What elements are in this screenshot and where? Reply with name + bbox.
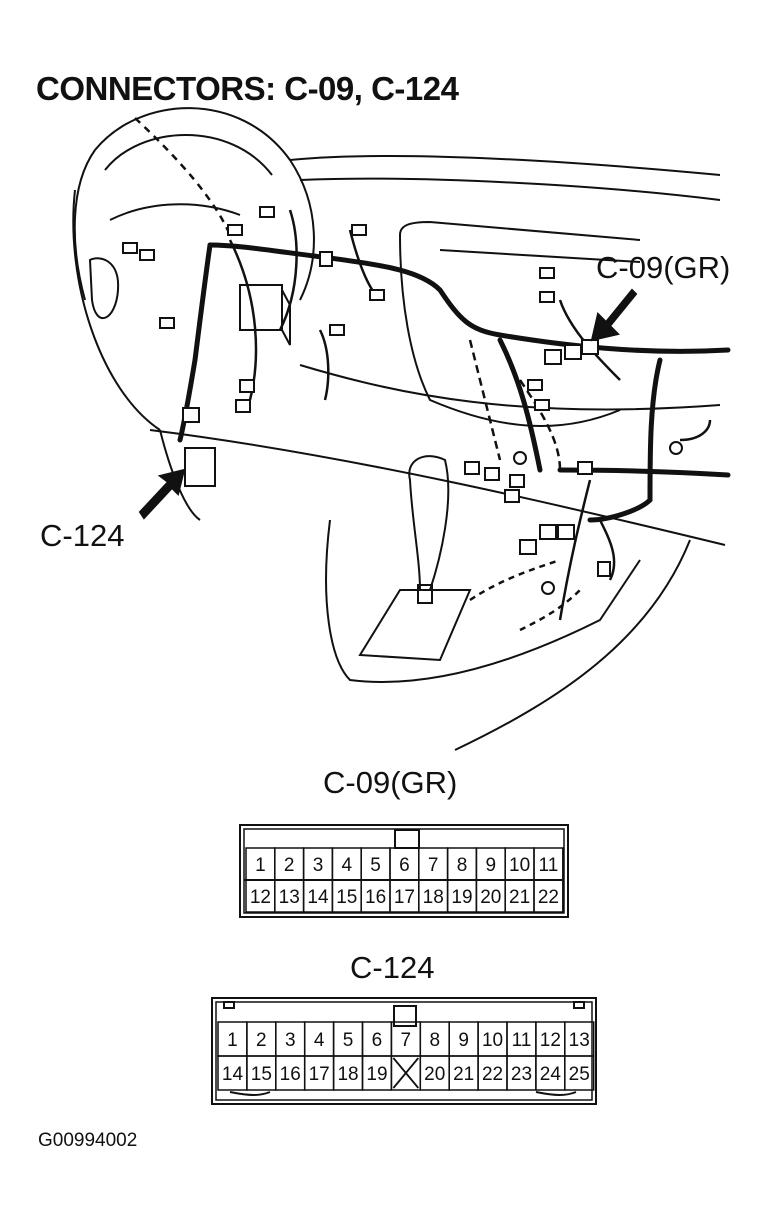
pin-number: 20	[424, 1064, 445, 1085]
pin-number: 24	[540, 1064, 562, 1085]
pin-number: 4	[314, 1030, 325, 1051]
pin-number: 1	[227, 1030, 238, 1051]
pin-number: 10	[509, 855, 530, 876]
pin-number: 18	[423, 887, 444, 908]
pin-number: 17	[394, 887, 415, 908]
arrow-c09-icon	[590, 288, 638, 342]
gear-shifter	[408, 455, 450, 591]
page-title: CONNECTORS: C-09, C-124	[36, 70, 459, 107]
pin-number: 6	[372, 1030, 383, 1051]
pin-number: 7	[428, 855, 439, 876]
steering-wheel	[73, 107, 315, 301]
pin-number: 7	[401, 1030, 412, 1051]
pin-number: 5	[343, 1030, 354, 1051]
pin-number: 16	[365, 887, 386, 908]
pin-number: 19	[366, 1064, 387, 1085]
pin-number: 3	[285, 1030, 296, 1051]
main-harness	[207, 242, 731, 354]
center-console	[325, 519, 641, 683]
pin-number: 6	[399, 855, 410, 876]
pin-number: 5	[370, 855, 381, 876]
pin-number: 9	[486, 855, 497, 876]
figure-code: G00994002	[38, 1130, 138, 1151]
pin-number: 18	[337, 1064, 358, 1085]
pin-number: 23	[511, 1064, 532, 1085]
pin-number: 22	[538, 887, 559, 908]
pin-number: 13	[569, 1030, 590, 1051]
connector-c124-diagram	[211, 997, 597, 1105]
pin-number: 21	[509, 887, 530, 908]
pin-number: 16	[280, 1064, 301, 1085]
pin-number: 1	[255, 855, 266, 876]
pin-cell	[533, 879, 564, 913]
pin-cell	[564, 1055, 595, 1091]
connector-c124-heading: C-124	[350, 950, 435, 985]
pin-number: 14	[307, 887, 329, 908]
pin-number: 2	[256, 1030, 267, 1051]
pin-number: 2	[284, 855, 295, 876]
pin-number: 19	[451, 887, 472, 908]
callout-c09: C-09(GR)	[596, 250, 731, 285]
pin-number: 3	[313, 855, 324, 876]
pin-number: 25	[569, 1064, 590, 1085]
pin-number: 20	[480, 887, 501, 908]
pin-number: 15	[336, 887, 357, 908]
pin-number: 10	[482, 1030, 503, 1051]
pin-number: 4	[342, 855, 353, 876]
connector-c09-heading: C-09(GR)	[323, 765, 458, 800]
dashboard-outline	[289, 154, 721, 176]
pin-number: 9	[458, 1030, 469, 1051]
pin-number: 21	[453, 1064, 474, 1085]
glovebox-outline	[399, 220, 641, 241]
pin-number: 13	[279, 887, 300, 908]
empty-cavity-icon	[392, 1057, 419, 1089]
pin-number: 14	[222, 1064, 244, 1085]
callout-c124: C-124	[40, 518, 125, 553]
pin-number: 12	[250, 887, 271, 908]
pin-number: 15	[251, 1064, 272, 1085]
arrow-c124-icon	[138, 468, 186, 520]
pin-number: 12	[540, 1030, 561, 1051]
pin-number: 22	[482, 1064, 503, 1085]
pin-number: 17	[309, 1064, 330, 1085]
pin-number: 8	[457, 855, 468, 876]
pin-number: 8	[429, 1030, 440, 1051]
pin-number: 11	[539, 855, 559, 876]
pin-number: 11	[512, 1030, 532, 1051]
